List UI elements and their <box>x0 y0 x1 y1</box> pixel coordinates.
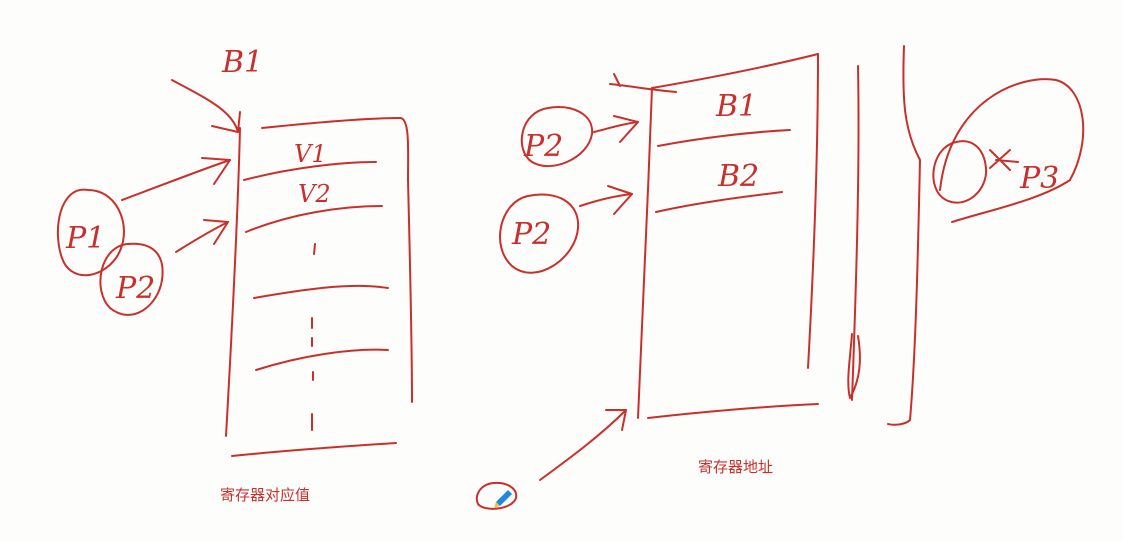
pen-cursor-tip <box>494 502 500 508</box>
left-top-arrowhead <box>211 111 241 133</box>
vertical-stroke-1 <box>851 65 860 401</box>
right-box-left <box>637 87 653 419</box>
pen-cursor-body <box>496 490 512 506</box>
left-pointer-p1-circle <box>56 188 125 277</box>
left-cell-label-1: V1 <box>294 140 327 168</box>
right-bottom-arrow <box>539 409 627 481</box>
right-pointer-b-arrow <box>579 193 633 207</box>
right-pointer-a-arrow <box>593 121 639 133</box>
left-box-bottom <box>231 442 397 457</box>
right-pointer-b-arrowhead <box>607 185 633 215</box>
left-ellipsis-dots <box>311 243 316 431</box>
left-box-top <box>261 117 401 129</box>
far-right-small-circle <box>932 140 988 204</box>
left-box-right <box>399 117 413 403</box>
right-pointer-a-label: P2 <box>523 129 563 164</box>
left-pointer-p1-arrow <box>121 159 231 201</box>
vertical-strokes <box>847 45 921 426</box>
far-right-big-curve <box>939 78 1085 223</box>
right-diagram: B1 B2 P2 P2 <box>499 53 819 481</box>
far-right-pointer: P3 <box>932 78 1085 223</box>
left-column-line <box>225 127 241 437</box>
vertical-stroke-2 <box>847 333 861 399</box>
right-top-tick <box>609 73 677 93</box>
right-box-right <box>807 53 819 369</box>
left-pointer-p2-circle <box>99 242 164 316</box>
left-top-arrow <box>171 79 239 133</box>
left-pointer-p2-arrow <box>175 221 229 253</box>
right-bottom-arrowhead <box>605 409 627 431</box>
right-diagram-caption: 寄存器地址 <box>698 458 774 476</box>
right-cell-label-1: B1 <box>715 89 757 124</box>
left-row-divider-1 <box>243 161 377 181</box>
left-top-label: B1 <box>221 45 263 80</box>
right-pointer-b-circle <box>499 193 580 274</box>
left-cell-label-2: V2 <box>298 180 331 208</box>
left-pointer-p2-arrowhead <box>203 219 229 245</box>
right-pointer-a-circle <box>520 106 594 167</box>
left-pointer-p1-arrowhead <box>201 157 231 185</box>
pen-icon <box>475 481 518 510</box>
left-pointer-p1-label: P1 <box>65 221 105 256</box>
pen-cursor-ring <box>475 481 518 510</box>
left-diagram-caption: 寄存器对应值 <box>220 486 311 504</box>
left-pointer-p2-label: P2 <box>115 271 155 306</box>
left-diagram: B1 V1 V2 P1 P2 <box>56 45 413 457</box>
right-pointer-b-label: P2 <box>511 217 551 252</box>
left-row-divider-2 <box>245 205 383 233</box>
pen-cursor[interactable] <box>474 480 520 512</box>
right-row-divider-2 <box>655 191 783 213</box>
left-row-divider-3 <box>253 284 389 299</box>
right-pointer-a-arrowhead <box>613 115 639 143</box>
far-right-scribble <box>989 149 1019 171</box>
left-row-divider-4 <box>255 348 389 371</box>
right-box-top <box>651 53 819 89</box>
right-cell-label-2: B2 <box>717 159 759 194</box>
vertical-stroke-3 <box>887 45 921 426</box>
right-row-divider-1 <box>657 129 791 147</box>
right-box-bottom <box>647 403 819 419</box>
far-right-pointer-label: P3 <box>1019 161 1059 196</box>
